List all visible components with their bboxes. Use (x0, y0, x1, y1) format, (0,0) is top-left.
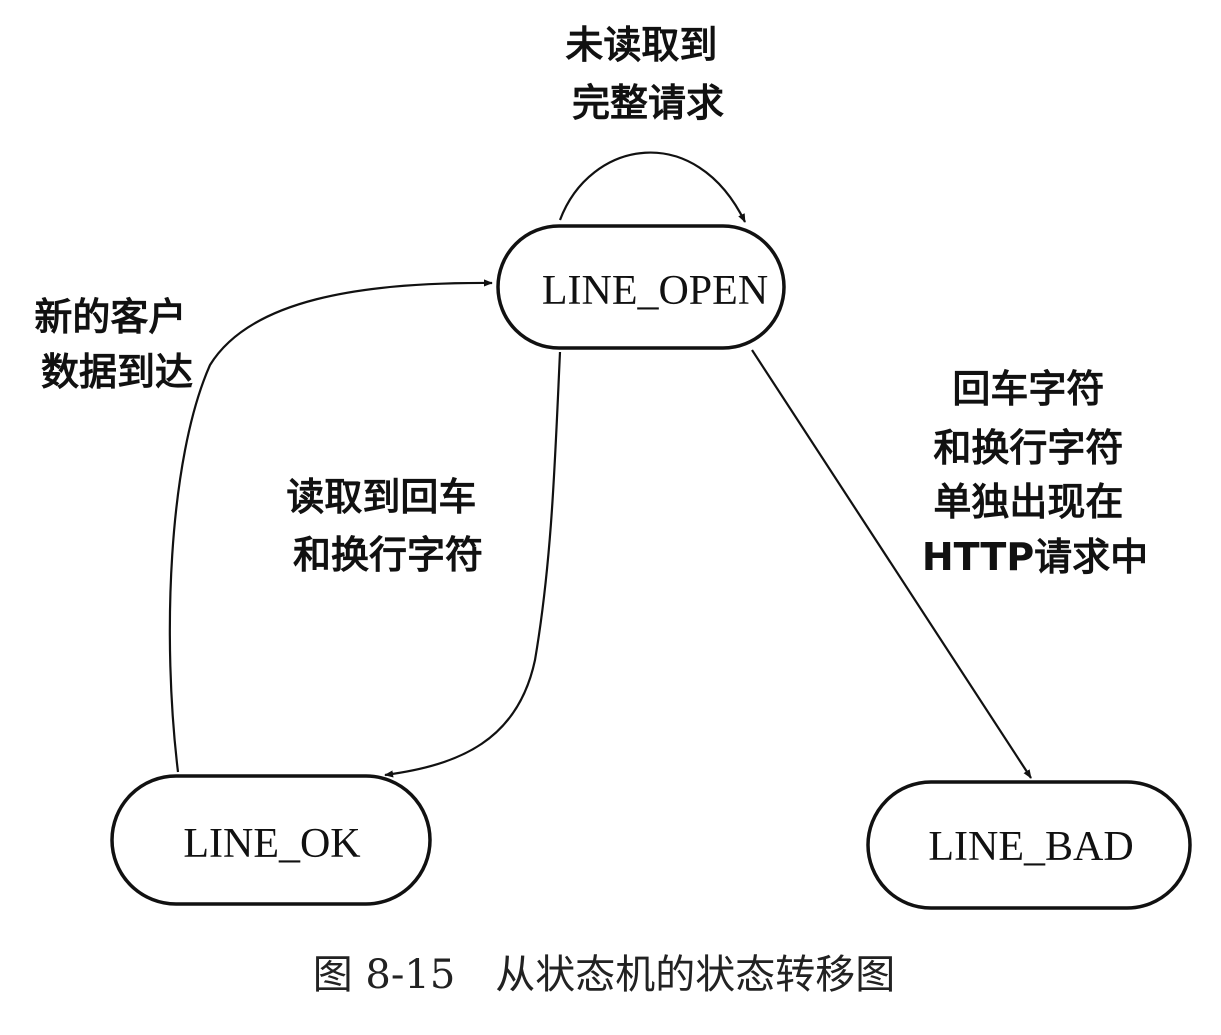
open-to-bad-label-line-2: 和换行字符 (933, 426, 1123, 470)
open-to-ok-label-line-1: 读取到回车 (286, 475, 476, 519)
open-to-bad-label-line-3: 单独出现在 (933, 480, 1123, 524)
state-line-ok-label: LINE_OK (183, 821, 360, 867)
ok-to-open-label-line-2: 数据到达 (41, 350, 193, 394)
state-line-ok: LINE_OK (110, 774, 432, 906)
open-to-ok-label: 读取到回车 和换行字符 (286, 475, 489, 577)
self-loop-label-line-1: 未读取到 (565, 23, 717, 67)
open-to-bad-label-line-1: 回车字符 (952, 367, 1104, 411)
open-to-bad-label: 回车字符 和换行字符 单独出现在 HTTP请求中 (922, 367, 1148, 579)
state-line-bad-label: LINE_BAD (928, 824, 1133, 870)
state-line-open-label: LINE_OPEN (542, 268, 768, 314)
state-line-open: LINE_OPEN (496, 224, 786, 350)
state-line-bad: LINE_BAD (866, 780, 1192, 910)
ok-to-open-label-line-1: 新的客户 (34, 295, 186, 339)
self-loop-label: 未读取到 完整请求 (565, 23, 730, 125)
open-to-ok-label-line-2: 和换行字符 (293, 533, 483, 577)
open-to-ok-arrow (384, 351, 562, 778)
self-loop-label-line-2: 完整请求 (572, 81, 724, 125)
open-to-bad-label-line-4: HTTP请求中 (922, 535, 1148, 579)
open-to-bad-arrow (751, 349, 1032, 779)
ok-to-open-label: 新的客户 数据到达 (34, 295, 199, 394)
figure-caption: 图 8-15 从状态机的状态转移图 (313, 952, 896, 998)
ok-to-open-arrow (168, 279, 493, 773)
self-loop-arrow (558, 151, 746, 223)
